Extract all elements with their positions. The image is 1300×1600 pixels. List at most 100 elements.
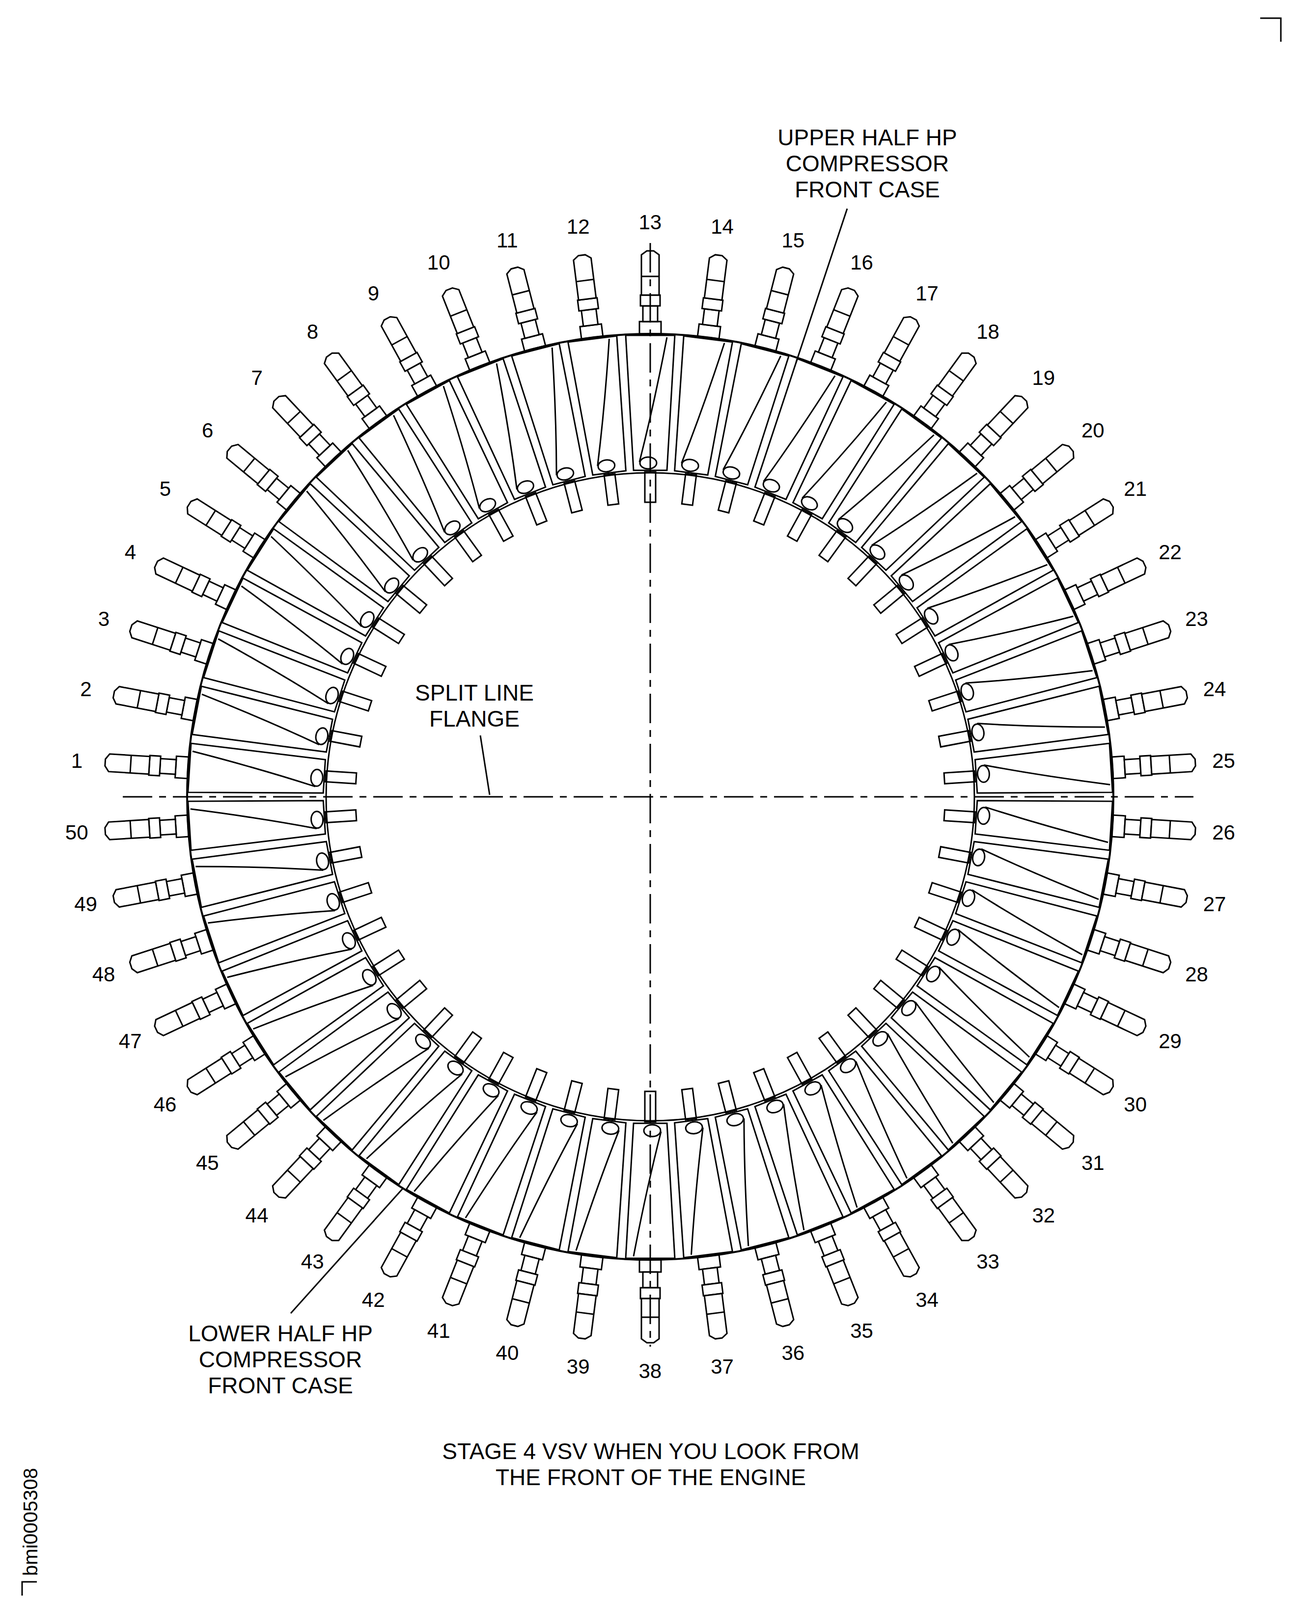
inner-stub (718, 480, 737, 514)
inner-stub (943, 810, 975, 824)
trunnion-stem (441, 285, 474, 334)
vane-number: 3 (97, 607, 111, 632)
airfoil-edge (195, 843, 324, 894)
trunnion-stem (884, 314, 922, 362)
variable-stator-vane (663, 1086, 744, 1342)
vane-number: 26 (1211, 821, 1237, 845)
trunnion-stem (1069, 1058, 1116, 1098)
stem-step (1169, 755, 1171, 774)
inner-stub (938, 730, 971, 747)
vane-number: 27 (1202, 892, 1228, 917)
trunnion-stem (573, 254, 597, 301)
inner-button (325, 892, 342, 913)
vane-number: 30 (1122, 1093, 1148, 1117)
inner-button (559, 1113, 579, 1130)
vane-number: 20 (1080, 418, 1106, 443)
stem-step (137, 691, 141, 709)
trunnion-stem (1100, 556, 1149, 592)
vane-number: 18 (975, 320, 1001, 344)
trunnion-collar (1139, 755, 1152, 776)
stem-step (450, 1277, 467, 1285)
stem-step (152, 627, 158, 645)
inner-button (555, 466, 576, 483)
vane-number: 23 (1184, 607, 1210, 632)
inner-stub (325, 771, 357, 784)
inner-stub (525, 1069, 547, 1102)
vane-number: 39 (565, 1355, 591, 1380)
vane-number: 29 (1157, 1029, 1183, 1054)
stem-step (391, 1248, 408, 1258)
trunnion-stem (379, 314, 417, 362)
inner-button (721, 465, 742, 482)
stem-step (336, 1213, 352, 1224)
stem-step (893, 336, 910, 345)
stem-step (1169, 821, 1171, 839)
variable-stator-vane (557, 252, 638, 508)
inner-stub (681, 473, 697, 506)
stem-step (1045, 1122, 1057, 1136)
inner-button (480, 1081, 501, 1100)
inner-button (315, 852, 331, 871)
stem-step (130, 755, 132, 774)
vane-number: 8 (305, 320, 320, 344)
trunnion-stem (152, 556, 200, 592)
airfoil-edge (983, 807, 1110, 843)
airfoil-edge (639, 337, 667, 463)
stem-step (243, 1122, 255, 1136)
vane-number: 42 (360, 1288, 387, 1313)
inner-button (639, 457, 657, 470)
inner-button (681, 458, 700, 473)
stem-step (1142, 949, 1149, 967)
trunnion-stem (1141, 882, 1189, 909)
trunnion-collar (1139, 818, 1152, 839)
stem-step (450, 309, 467, 317)
trunnion-stem (766, 1280, 795, 1328)
corner-marks (22, 18, 1281, 1597)
stem-step (1045, 458, 1057, 472)
airfoil-edge (681, 339, 725, 468)
inner-button (970, 723, 986, 743)
stem-step (999, 1170, 1013, 1183)
trunnion-stem (505, 1280, 534, 1328)
figure-caption: STAGE 4 VSV WHEN YOU LOOK FROM THE FRONT… (429, 1438, 872, 1492)
trunnion-stem (1031, 442, 1077, 484)
inner-button (310, 811, 324, 829)
vane-number: 33 (975, 1250, 1001, 1274)
stem-step (152, 949, 158, 967)
trunnion-stem (826, 285, 860, 334)
trunnion-stem (441, 1260, 474, 1309)
inner-stub (604, 1088, 619, 1121)
airfoil-edge (977, 700, 1106, 751)
vane-number: 6 (200, 418, 215, 443)
stem-step (576, 279, 594, 282)
stem-step (512, 290, 530, 296)
inner-stub (339, 883, 372, 903)
inner-button (685, 1121, 704, 1135)
vane-number: 28 (1184, 963, 1210, 987)
trunnion-stem (111, 882, 159, 909)
variable-stator-vane (942, 738, 1197, 803)
stem-step (243, 458, 255, 472)
vane-airfoil (666, 1117, 733, 1258)
vane-number: 25 (1211, 749, 1237, 774)
vane-number: 31 (1080, 1151, 1106, 1176)
stem-step (576, 1312, 594, 1315)
trunnion-stem (704, 1294, 728, 1341)
stem-step (287, 411, 301, 424)
vane-number: 43 (300, 1250, 326, 1274)
stem-step (512, 1299, 530, 1304)
inner-button (310, 769, 324, 787)
inner-stub (330, 847, 362, 864)
stem-step (1160, 691, 1164, 709)
trunnion-stem (1124, 619, 1173, 651)
airfoil-edge (190, 751, 317, 787)
inner-stub (938, 847, 971, 864)
trunnion-stem (1031, 1110, 1077, 1153)
stem-step (175, 1010, 183, 1027)
trunnion-neck (702, 1267, 720, 1286)
vane-number: 15 (780, 228, 806, 253)
stem-step (1084, 1068, 1095, 1084)
trunnion-stem (322, 350, 363, 397)
vane-number: 48 (91, 963, 117, 987)
vane-number: 21 (1122, 477, 1148, 501)
